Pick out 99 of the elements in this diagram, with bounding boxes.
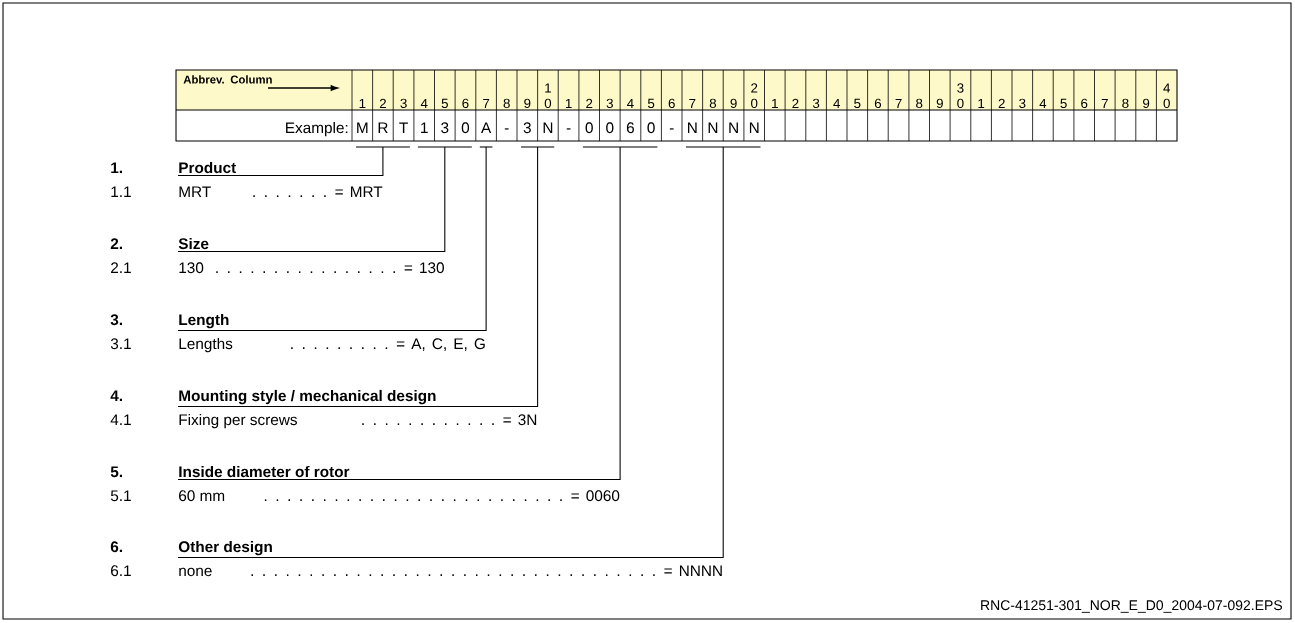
column-number: 9 [936, 98, 943, 109]
column-number: 4 [1039, 98, 1047, 109]
column-number: 7 [1101, 98, 1108, 109]
item-value: . . . . . . . . . . . . = 3N [362, 414, 537, 426]
section-heading: Product [179, 161, 236, 174]
example-character: N [688, 122, 697, 133]
column-number: 5 [647, 98, 655, 109]
leader-line [177, 146, 487, 332]
column-number: 2 [792, 98, 799, 109]
leader-line [177, 146, 621, 480]
section-number: 4. [110, 390, 122, 401]
example-character: N [543, 122, 553, 133]
item-name: 60 mm [179, 490, 225, 502]
example-character: 0 [585, 122, 593, 134]
column-number: 9 [1143, 98, 1150, 109]
column-number: 3 0 [957, 83, 964, 109]
column-number: 2 [586, 98, 593, 109]
leader-line [177, 146, 446, 252]
item-number: 1.1 [111, 186, 131, 197]
column-number: 2 [379, 98, 386, 109]
column-number: 2 [998, 98, 1005, 109]
column-number: 8 [709, 98, 717, 109]
example-character: T [399, 122, 408, 133]
item-name: Fixing per screws [179, 413, 297, 429]
example-character: N [749, 122, 759, 133]
example-character: R [378, 122, 388, 133]
section-heading: Inside diameter of rotor [179, 465, 350, 478]
leader-line [177, 146, 384, 176]
example-character: - [566, 128, 571, 130]
column-number: 1 0 [544, 83, 552, 109]
column-number: 3 [1019, 98, 1026, 109]
column-number: 1 [772, 98, 778, 109]
item-name: none [179, 567, 212, 577]
section-heading: Length [179, 313, 229, 329]
column-number: 2 0 [751, 83, 758, 109]
example-character: N [729, 122, 738, 133]
item-number: 6.1 [111, 565, 131, 577]
item-value: . . . . . . . = MRT [253, 186, 383, 197]
item-number: 3.1 [110, 338, 131, 350]
column-number: 8 [916, 98, 923, 109]
column-number: 5 [441, 98, 448, 109]
column-number: 3 [606, 98, 613, 109]
example-character: 6 [626, 122, 634, 134]
column-number: 6 [1081, 98, 1088, 109]
item-name: 130 [179, 262, 204, 274]
example-character: 0 [647, 122, 655, 134]
column-number: 1 [978, 98, 985, 109]
item-value: . . . . . . . . . . . . . . . . . . . . . . . . . . . . . . . . . . . = NNNN [251, 565, 722, 576]
column-number: 7 [895, 98, 902, 109]
example-character: 3 [441, 122, 449, 134]
example-character: 0 [606, 122, 614, 134]
column-number: 4 [627, 98, 634, 109]
item-number: 2.1 [111, 262, 131, 273]
column-number: 4 0 [1163, 83, 1171, 109]
column-number: 1 [565, 98, 572, 109]
item-number: 5.1 [110, 490, 131, 502]
row-label: Example: [286, 121, 348, 137]
section-heading: Other design [178, 540, 272, 556]
example-character: A [481, 122, 492, 133]
table-header: Abbrev. Column [183, 75, 272, 84]
column-number: 6 [874, 98, 882, 109]
column-number: 8 [503, 98, 510, 109]
item-value: . . . . . . . . . . . . . . . . = 130 [216, 262, 444, 274]
section-number: 3. [110, 314, 122, 326]
leader-line [177, 146, 539, 408]
column-number: 3 [400, 98, 407, 109]
leader-line [177, 146, 724, 559]
column-number: 5 [854, 98, 861, 109]
section-number: 2. [110, 238, 122, 249]
example-character: M [357, 122, 368, 133]
item-value: . . . . . . . . . = A, C, E, G [291, 338, 485, 351]
item-name: Lengths [179, 337, 233, 353]
column-number: 4 [420, 98, 428, 109]
item-name: MRT [179, 186, 211, 197]
column-number: 3 [812, 98, 820, 109]
example-character: - [504, 128, 509, 130]
example-character: N [708, 122, 718, 133]
column-number: 7 [483, 98, 490, 109]
column-number: 7 [689, 98, 696, 109]
section-heading: Size [178, 237, 209, 250]
column-number: 1 [359, 98, 366, 109]
item-number: 4.1 [110, 414, 131, 425]
column-number: 6 [668, 98, 675, 109]
column-number: 6 [462, 98, 469, 109]
section-number: 5. [110, 466, 122, 478]
column-number: 8 [1122, 98, 1129, 109]
example-character: - [669, 128, 674, 130]
column-number: 9 [524, 98, 531, 109]
column-number: 4 [833, 98, 841, 109]
file-name: RNC-41251-301_NOR_E_D0_2004-07-092.EPS [981, 600, 1283, 613]
example-character: 3 [523, 122, 531, 134]
section-heading: Mounting style / mechanical design [179, 389, 436, 405]
column-number: 9 [730, 98, 737, 109]
example-character: 1 [421, 122, 428, 133]
example-character: 0 [461, 122, 470, 134]
section-number: 6. [110, 541, 122, 553]
section-number: 1. [111, 162, 122, 173]
item-value: . . . . . . . . . . . . . . . . . . . . . . . . . . = 0060 [264, 490, 620, 502]
column-number: 5 [1060, 98, 1067, 109]
